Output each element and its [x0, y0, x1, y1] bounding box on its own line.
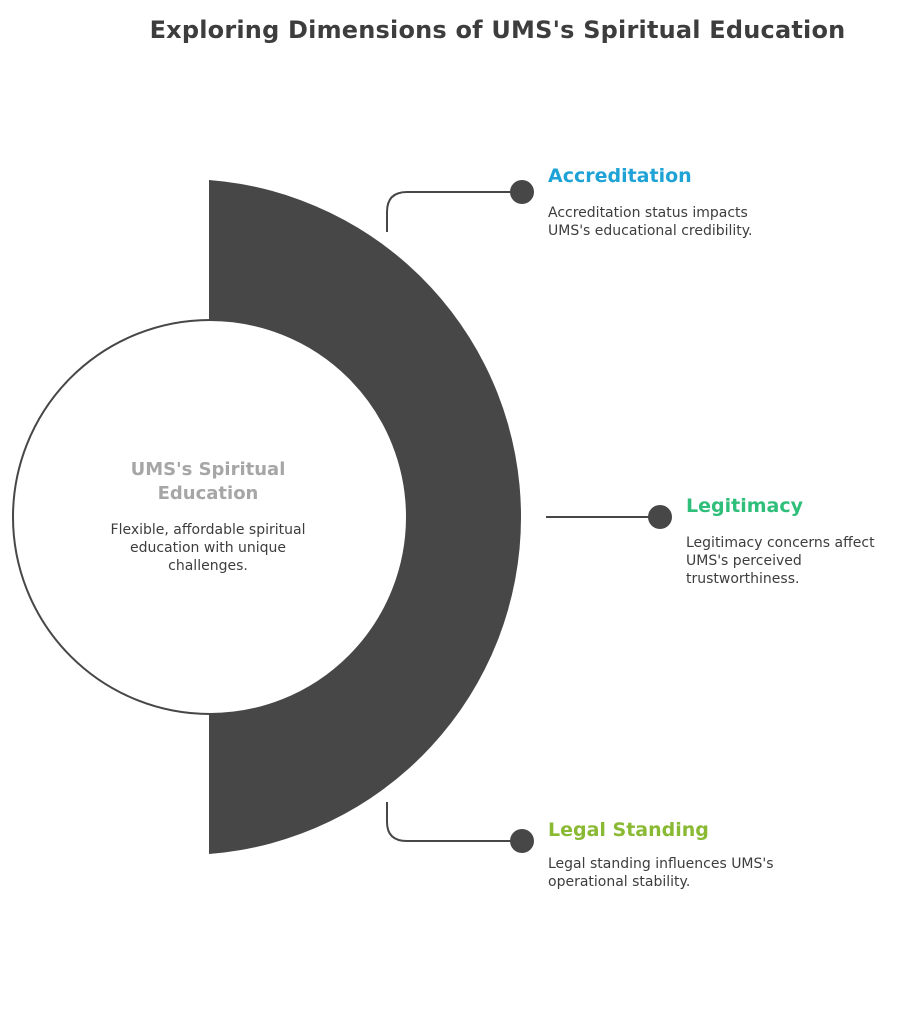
- branch-description-accreditation: Accreditation status impacts UMS's educa…: [548, 205, 753, 239]
- connector-legal-standing: [386, 802, 522, 842]
- branch-description-legal-standing: Legal standing influences UMS's operatio…: [548, 856, 774, 890]
- connector-accreditation: [386, 191, 522, 232]
- center-title: UMS's Spiritual Education: [130, 459, 286, 504]
- diagram-title: Exploring Dimensions of UMS's Spiritual …: [149, 16, 846, 44]
- node-accreditation: [510, 180, 534, 204]
- center-description: Flexible, affordable spiritual education…: [110, 522, 306, 574]
- node-legitimacy: [648, 505, 672, 529]
- node-legal-standing: [510, 829, 534, 853]
- branch-description-legitimacy: Legitimacy concerns affect UMS's perceiv…: [686, 535, 875, 587]
- branch-title-legal-standing: Legal Standing: [548, 819, 709, 841]
- branch-title-legitimacy: Legitimacy: [686, 495, 803, 517]
- branch-title-accreditation: Accreditation: [548, 165, 692, 187]
- center-circle: [12, 319, 408, 715]
